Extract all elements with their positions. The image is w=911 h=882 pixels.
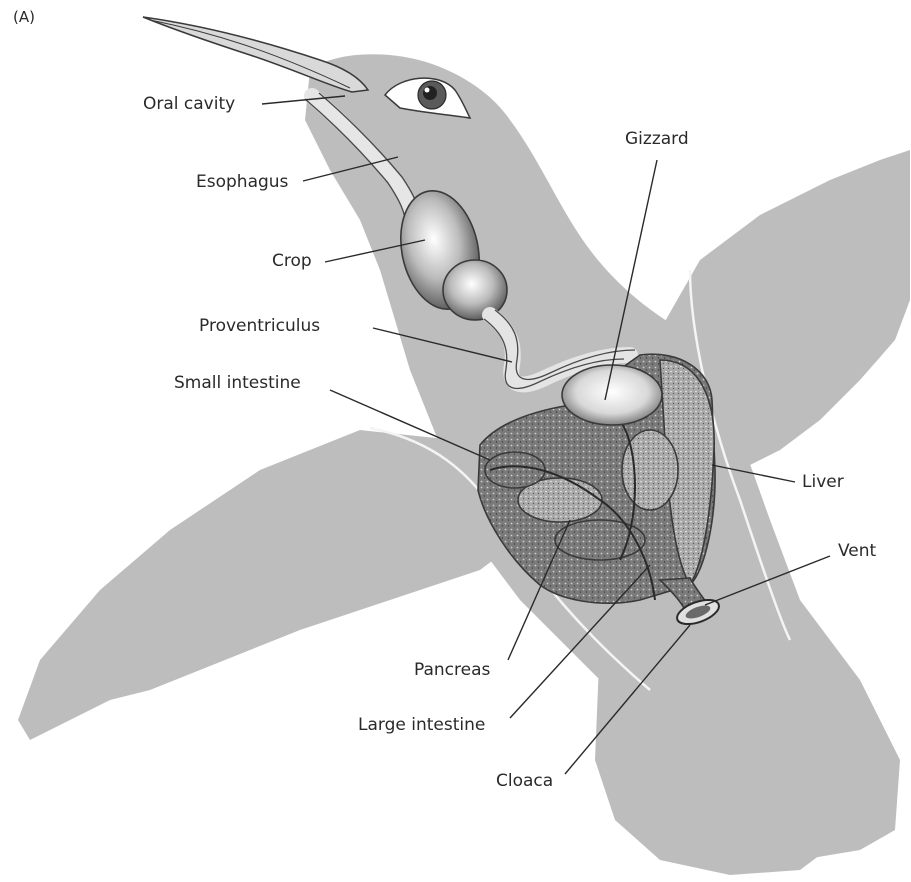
gizzard-organ [562,365,662,425]
left-wing [18,430,520,740]
bird-silhouette [18,54,910,875]
label-proventriculus: Proventriculus [199,316,320,336]
label-small-intestine: Small intestine [174,373,301,393]
label-liver: Liver [802,472,844,492]
panel-label: (A) [13,8,35,26]
label-gizzard: Gizzard [625,129,689,149]
label-vent: Vent [838,541,877,561]
label-esophagus: Esophagus [196,172,289,192]
label-pancreas: Pancreas [414,660,491,680]
label-crop: Crop [272,251,312,271]
label-cloaca: Cloaca [496,771,553,791]
label-oral-cavity: Oral cavity [143,94,235,114]
label-large-intestine: Large intestine [358,715,485,735]
